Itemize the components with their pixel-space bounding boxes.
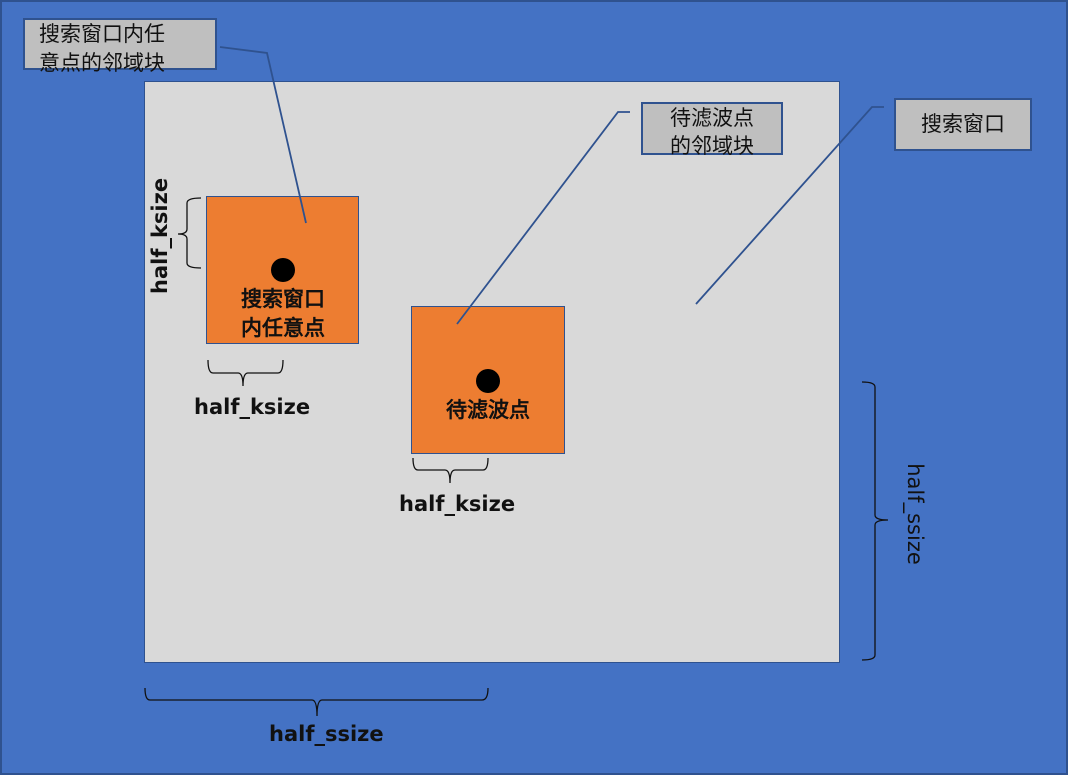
leader-line-search-neighborhood: [219, 46, 307, 224]
brace-window-vertical: [861, 381, 889, 661]
search-point-label: 搜索窗口 内任意点: [213, 285, 353, 343]
search-point-label-line2: 内任意点: [241, 316, 325, 340]
dimension-search-block-horizontal: half_ksize: [194, 395, 311, 419]
callout-1-line1: 搜索窗口内任: [39, 22, 165, 46]
callout-search-point-neighborhood: 搜索窗口内任 意点的邻域块: [23, 18, 217, 75]
target-point-label: 待滤波点: [418, 396, 558, 425]
callout-target-point-neighborhood: 待滤波点 的邻域块: [641, 102, 783, 158]
dimension-window-vertical: half_ssize: [903, 463, 927, 565]
brace-window-horizontal: [144, 687, 489, 717]
brace-search-block-horizontal: [207, 359, 284, 387]
dimension-search-block-vertical: half_ksize: [148, 177, 172, 294]
target-point-marker: [476, 369, 500, 393]
search-point-marker: [271, 258, 295, 282]
dimension-window-horizontal: half_ssize: [269, 722, 384, 746]
callout-2-line1: 待滤波点: [670, 106, 754, 130]
leader-line-search-window: [695, 106, 884, 305]
leader-line-target-neighborhood: [456, 111, 630, 325]
search-point-label-line1: 搜索窗口: [241, 287, 325, 311]
callout-2-line2: 的邻域块: [670, 134, 754, 158]
dimension-target-block-horizontal: half_ksize: [399, 492, 516, 516]
target-point-label-text: 待滤波点: [446, 398, 530, 422]
brace-search-block-vertical: [177, 197, 202, 269]
callout-search-window: 搜索窗口: [894, 98, 1032, 151]
brace-target-block-horizontal: [412, 457, 489, 484]
callout-3-text: 搜索窗口: [921, 112, 1005, 136]
callout-1-line2: 意点的邻域块: [39, 51, 165, 75]
